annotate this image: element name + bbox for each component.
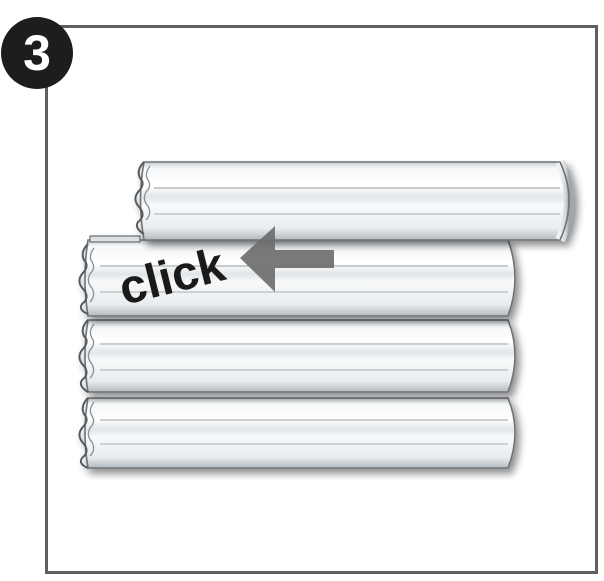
slat-top-shifted — [134, 159, 574, 243]
slat-bottom — [78, 397, 516, 469]
slat-middle — [78, 319, 516, 393]
left-arrow-icon — [240, 226, 334, 292]
step-number: 3 — [23, 25, 51, 81]
step-number-badge: 3 — [1, 17, 73, 89]
